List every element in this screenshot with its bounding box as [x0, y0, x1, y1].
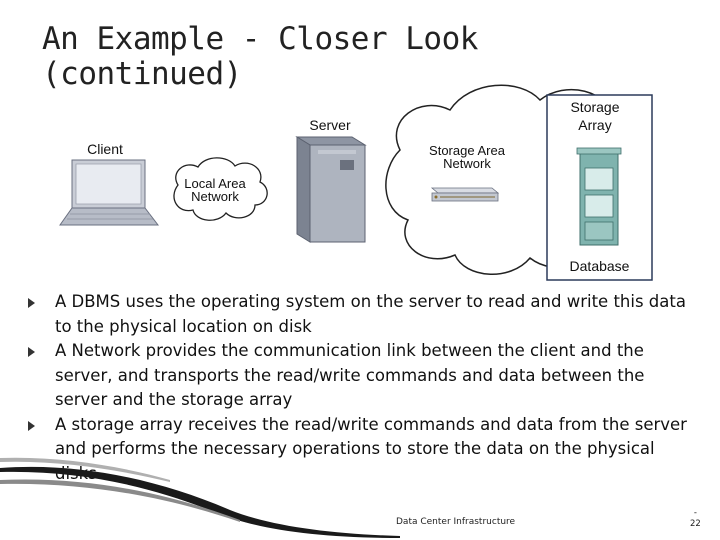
- page-dash: -: [693, 508, 697, 518]
- san-label: Storage Area Network: [412, 144, 522, 170]
- bullet-text: A DBMS uses the operating system on the …: [55, 292, 686, 336]
- storage-label-line-2: Array: [578, 117, 612, 133]
- san-switch-icon: [430, 187, 500, 202]
- laptop-icon: [59, 159, 160, 226]
- title-line-1: An Example - Closer Look: [42, 21, 478, 57]
- storage-array-icon: [576, 147, 622, 246]
- network-diagram: [59, 84, 653, 281]
- client-label: Client: [87, 141, 123, 157]
- bullet-arrow-icon: [28, 420, 35, 431]
- page-number-value: 22: [690, 519, 701, 529]
- page-number: - 22: [690, 508, 701, 530]
- storage-array-label: Storage Array: [550, 98, 640, 134]
- slide-title: An Example - Closer Look (continued): [42, 22, 562, 92]
- server-label: Server: [309, 117, 351, 133]
- server-icon: [295, 136, 367, 243]
- decorative-swoosh: [0, 457, 400, 538]
- lan-label-line-2: Network: [191, 189, 239, 204]
- san-label-line-2: Network: [443, 156, 491, 171]
- storage-label-line-1: Storage: [570, 99, 620, 115]
- bullet-item: A Network provides the communication lin…: [28, 339, 695, 413]
- lan-label: Local Area Network: [176, 177, 254, 203]
- title-line-2: (continued): [42, 56, 242, 92]
- lan-cloud: [173, 157, 268, 221]
- bullet-arrow-icon: [28, 298, 35, 308]
- bullet-item: A DBMS uses the operating system on the …: [28, 290, 695, 339]
- san-label-line-1: Storage Area: [429, 143, 505, 158]
- bullet-arrow-icon: [28, 347, 35, 357]
- footer-text: Data Center Infrastructure: [396, 517, 516, 527]
- database-label: Database: [569, 258, 630, 274]
- bullet-text: A Network provides the communication lin…: [55, 341, 645, 409]
- lan-label-line-1: Local Area: [184, 176, 246, 191]
